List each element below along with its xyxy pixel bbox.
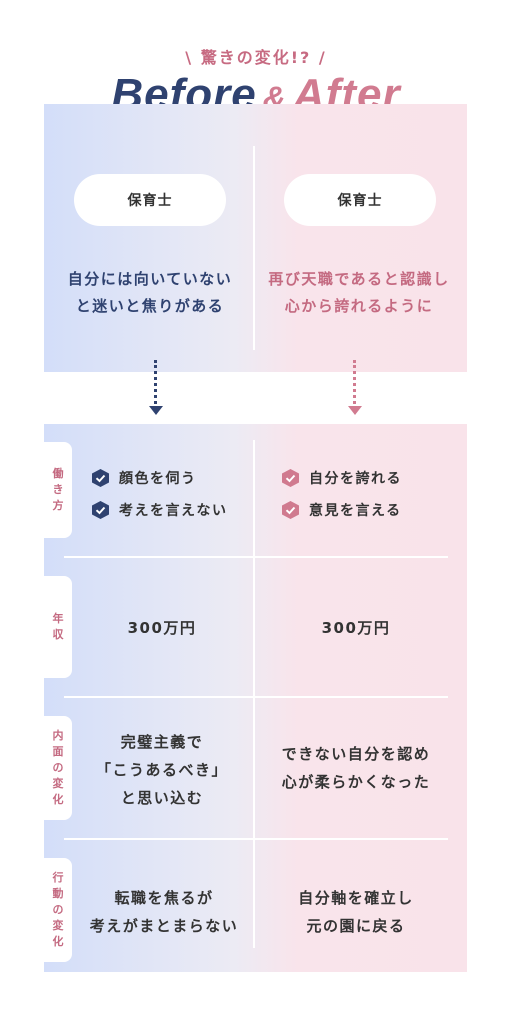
before-inner-change: 完璧主義で 「こうあるべき」 と思い込む (72, 728, 252, 812)
comparison-table (44, 424, 467, 972)
row-label-char: 収 (52, 628, 64, 641)
table-row-divider (64, 838, 448, 840)
cell-line: と思い込む (120, 789, 204, 807)
check-hexagon-icon (92, 469, 109, 487)
before-summary-line: 自分には向いていない (67, 270, 233, 288)
after-summary-line: 再び天職であると認識し (268, 270, 450, 288)
comparison-panel (44, 104, 467, 372)
after-income: 300万円 (321, 619, 391, 637)
list-item: 顔色を伺う (92, 468, 228, 488)
row-label-char: 動 (52, 887, 64, 900)
row-label-char: の (52, 761, 64, 774)
row-label-char: 方 (52, 499, 64, 512)
check-hexagon-icon (282, 501, 299, 519)
after-work-style-list: 自分を誇れる 意見を言える (282, 468, 402, 520)
after-summary: 再び天職であると認識し 心から誇れるように (256, 266, 462, 320)
list-item: 考えを言えない (92, 500, 228, 520)
cell-line: できない自分を認め (281, 745, 431, 763)
row-label-char: の (52, 903, 64, 916)
check-hexagon-icon (92, 501, 109, 519)
before-summary-line: と迷いと焦りがある (75, 297, 225, 315)
table-row-divider (64, 696, 448, 698)
list-item-text: 意見を言える (309, 503, 402, 519)
row-label-inner-change: 内 面 の 変 化 (44, 716, 72, 820)
cell-line: 考えがまとまらない (89, 917, 239, 935)
row-label-char: 行 (52, 871, 64, 884)
cell-line: 心が柔らかくなった (281, 773, 431, 791)
row-label-char: 面 (52, 745, 64, 758)
list-item: 自分を誇れる (282, 468, 402, 488)
down-arrow-icon (149, 406, 163, 415)
tagline: \ 驚きの変化!? / (185, 48, 327, 67)
list-item: 意見を言える (282, 500, 402, 520)
row-label-work-style: 働 き 方 (44, 442, 72, 538)
row-label-char: き (52, 483, 64, 496)
before-role-pill: 保育士 (74, 174, 226, 226)
after-action-change: 自分軸を確立し 元の園に戻る (256, 884, 456, 940)
down-arrow-icon (348, 406, 362, 415)
row-label-char: 年 (52, 612, 64, 625)
before-work-style-list: 顔色を伺う 考えを言えない (92, 468, 228, 520)
table-row-divider (64, 556, 448, 558)
row-label-char: 内 (52, 729, 64, 742)
row-label-char: 化 (52, 935, 64, 948)
cell-line: 完璧主義で (120, 733, 204, 751)
cell-line: 「こうあるべき」 (95, 761, 228, 779)
before-arrow-line (154, 360, 157, 404)
cell-line: 転職を焦るが (114, 889, 214, 907)
list-item-text: 自分を誇れる (309, 471, 402, 487)
after-role-pill: 保育士 (284, 174, 436, 226)
list-item-text: 考えを言えない (119, 503, 228, 519)
before-income: 300万円 (127, 619, 197, 637)
row-label-income: 年 収 (44, 576, 72, 678)
before-summary: 自分には向いていない と迷いと焦りがある (50, 266, 250, 320)
after-summary-line: 心から誇れるように (284, 297, 434, 315)
before-action-change: 転職を焦るが 考えがまとまらない (72, 884, 256, 940)
cell-line: 元の園に戻る (306, 917, 406, 935)
table-column-divider (253, 440, 255, 948)
after-arrow-line (353, 360, 356, 404)
comparison-divider (253, 146, 255, 350)
row-label-char: 働 (52, 467, 64, 480)
row-label-char: 変 (52, 777, 64, 790)
list-item-text: 顔色を伺う (119, 471, 197, 487)
row-label-char: 変 (52, 919, 64, 932)
row-label-action-change: 行 動 の 変 化 (44, 858, 72, 962)
cell-line: 自分軸を確立し (298, 889, 414, 907)
after-inner-change: できない自分を認め 心が柔らかくなった (256, 740, 456, 796)
row-label-char: 化 (52, 793, 64, 806)
check-hexagon-icon (282, 469, 299, 487)
